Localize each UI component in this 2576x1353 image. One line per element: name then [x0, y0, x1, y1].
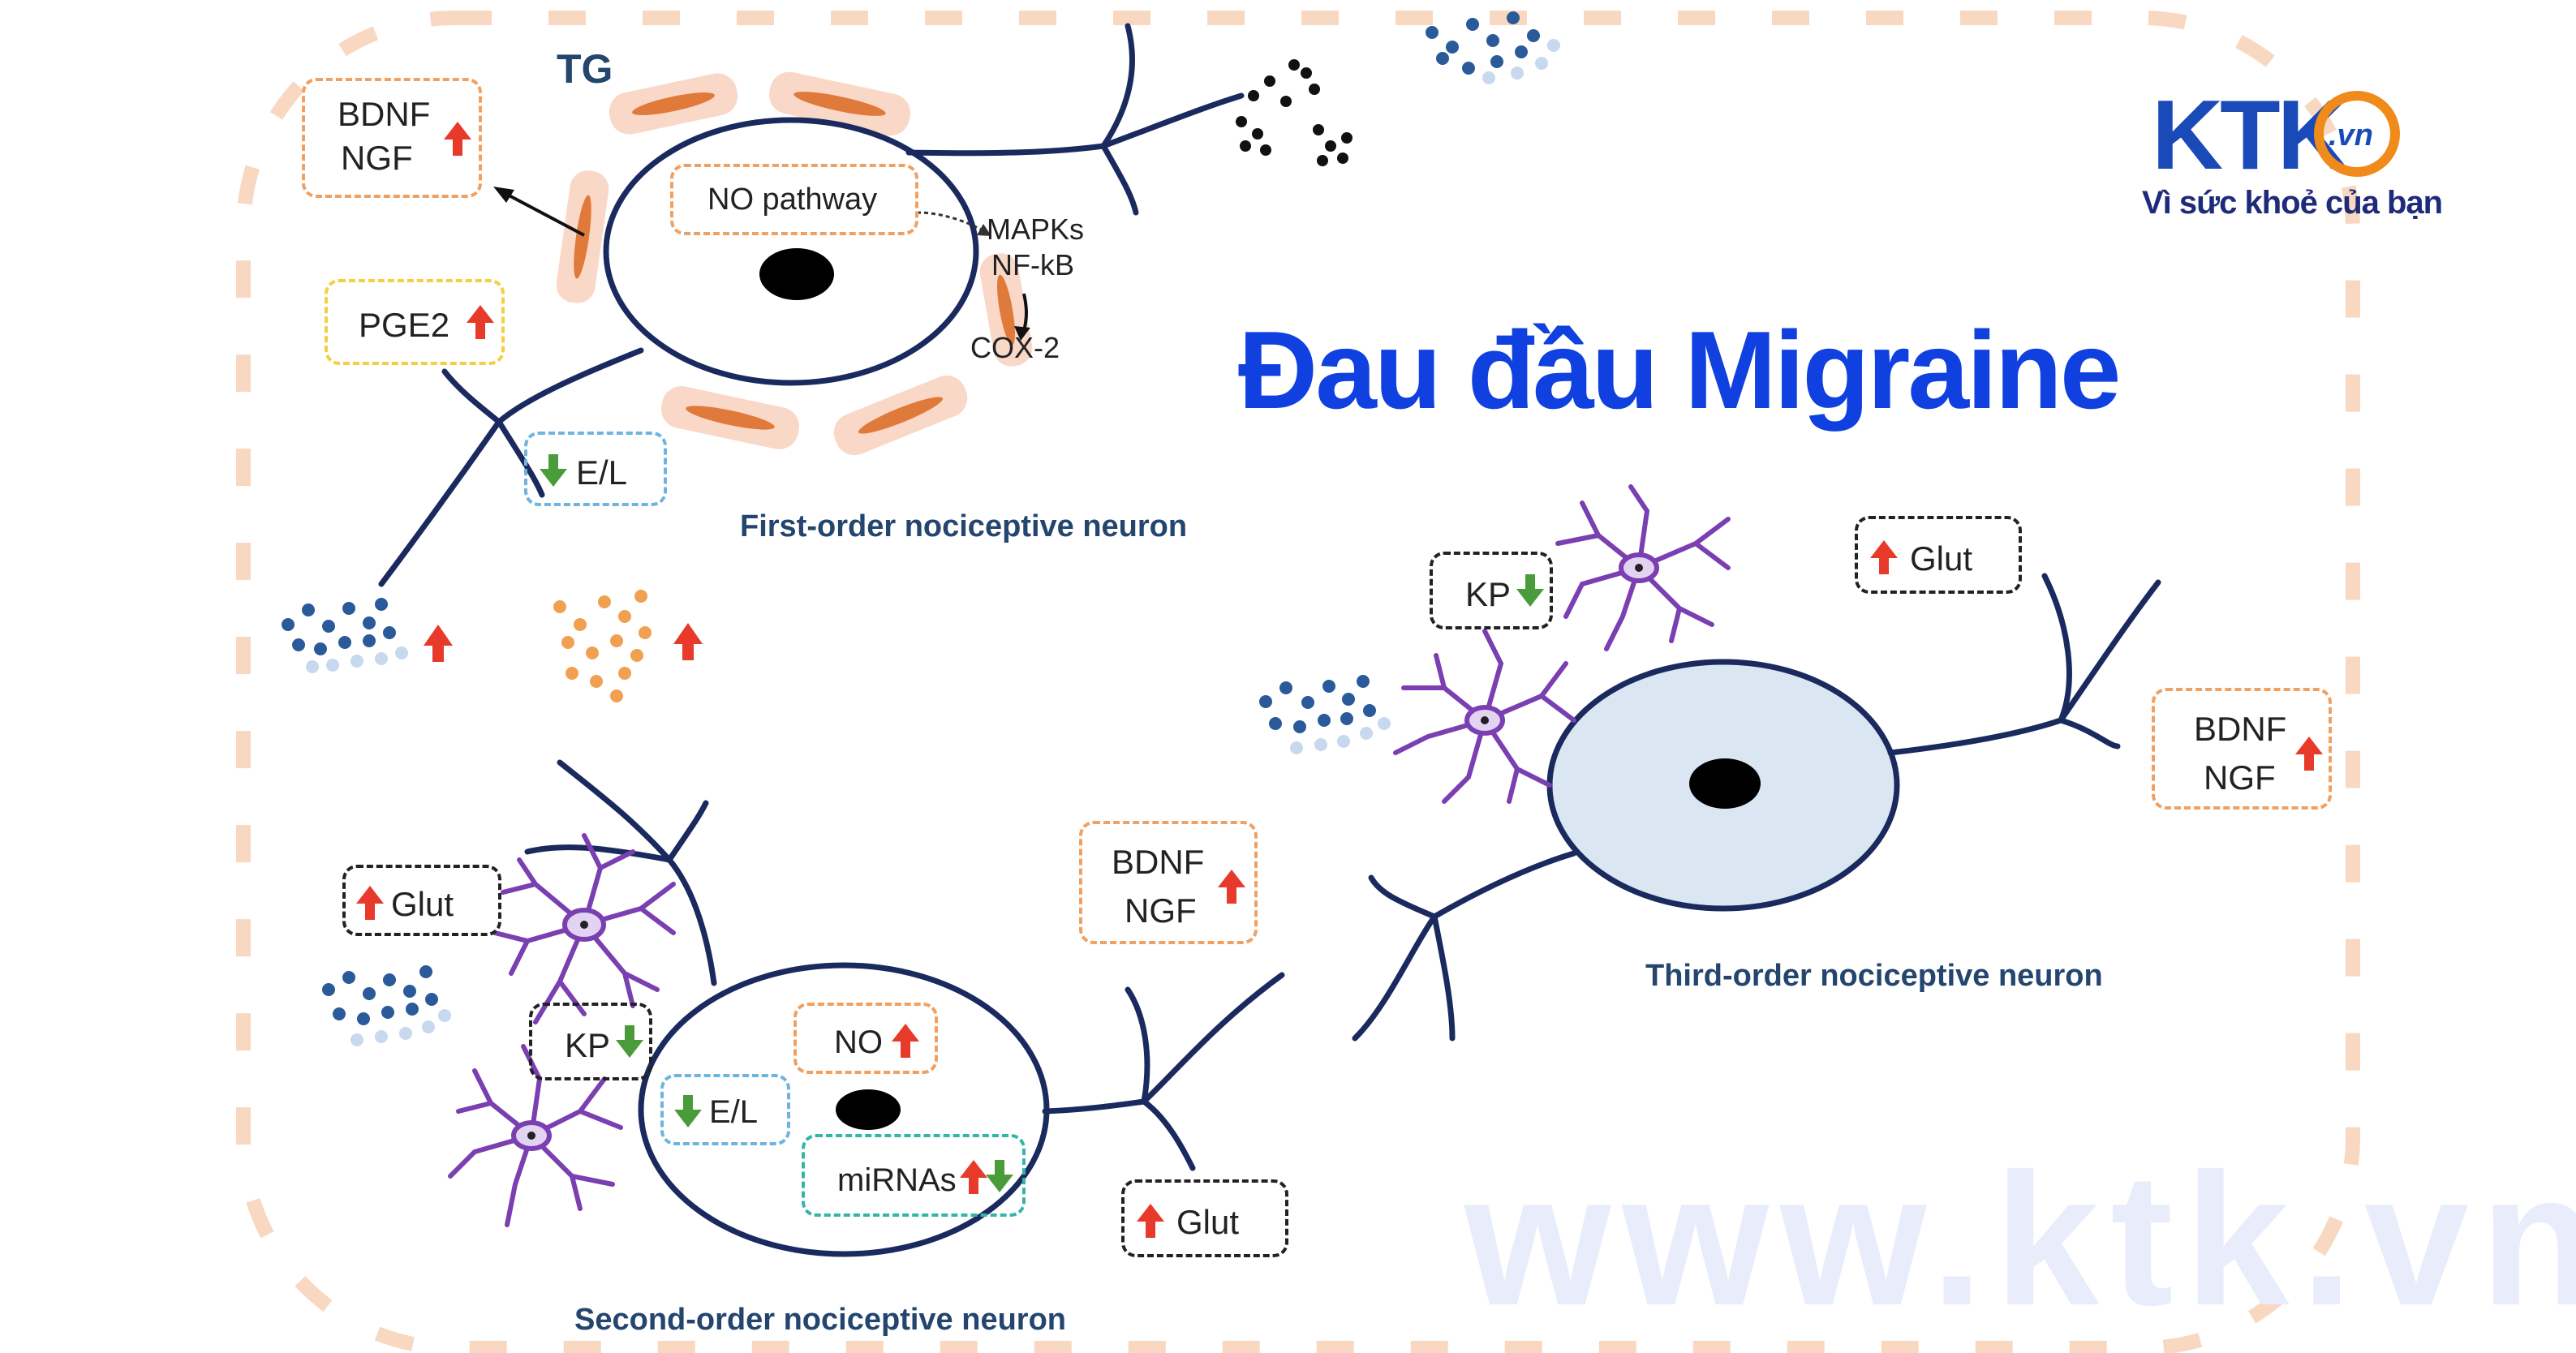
first-order-caption: First-order nociceptive neuron [740, 509, 1188, 543]
arrow-no-to-mapks [916, 211, 987, 234]
second-no-up-icon [892, 1024, 919, 1058]
mirnas-down-icon [986, 1160, 1013, 1192]
third-glut-up-icon [1870, 540, 1898, 574]
second-no-label: NO [834, 1024, 883, 1060]
second-kp-box: KP [529, 1003, 652, 1080]
pge2-label: PGE2 [359, 306, 450, 344]
second-kp-down-icon [616, 1025, 643, 1058]
third-ngf-label: NGF [2204, 758, 2276, 797]
second-no-box: NO [793, 1003, 938, 1074]
particle-clusters [282, 11, 1560, 1046]
second-glut-left-box: Glut [342, 865, 501, 936]
mirnas-label: miRNAs [837, 1162, 957, 1198]
outer-dashed-frame [236, 11, 2360, 1353]
second-order-caption: Second-order nociceptive neuron [574, 1303, 1066, 1337]
satellite-cells [556, 71, 1033, 456]
logo-domain: .vn [2329, 118, 2373, 152]
cox2-label: COX-2 [970, 331, 1060, 364]
second-el-box: E/L [660, 1074, 790, 1145]
no-pathway-box: NO pathway [670, 164, 918, 235]
first-el-label: E/L [576, 453, 628, 492]
nfkb-label: NF-kB [991, 248, 1074, 281]
second-bdnf-ngf-up-icon [1218, 870, 1245, 904]
microglia-cells [448, 484, 1731, 1227]
third-bdnf-ngf-box: BDNF NGF [2152, 688, 2332, 810]
trigeminal-ganglion-label: TG [557, 46, 613, 92]
page-title: Đau đầu Migraine [1238, 308, 2121, 432]
first-order-nucleus [759, 248, 834, 300]
second-glut-left-up-icon [356, 886, 384, 920]
second-order-neuron [524, 759, 1285, 1257]
second-glut-right-up-icon [1137, 1204, 1164, 1238]
third-glut-label: Glut [1910, 539, 1973, 578]
second-el-label: E/L [709, 1094, 759, 1130]
third-bdnf-label: BDNF [2194, 710, 2287, 748]
logo-tagline: Vì sức khoẻ của bạn [2142, 185, 2443, 221]
bdnf-ngf-up-icon [444, 122, 471, 156]
no-pathway-label: NO pathway [707, 183, 878, 217]
third-order-nucleus [1689, 758, 1761, 809]
second-ngf-label: NGF [1125, 891, 1197, 930]
pge2-up-icon [467, 305, 494, 339]
third-glut-box: Glut [1855, 516, 2022, 594]
third-order-neuron [1352, 573, 2161, 1042]
second-order-nucleus [836, 1089, 901, 1130]
mapks-label: MAPKs [987, 213, 1085, 246]
arrow-to-bdnf [501, 190, 585, 237]
third-bdnf-ngf-up-icon [2295, 737, 2323, 771]
third-kp-box: KP [1430, 552, 1553, 629]
second-bdnf-ngf-box: BDNF NGF [1079, 821, 1258, 944]
second-glut-right-box: Glut [1121, 1179, 1288, 1257]
first-order-neuron [378, 23, 1245, 587]
second-kp-label: KP [565, 1026, 611, 1064]
first-el-box: E/L [524, 432, 667, 506]
third-kp-label: KP [1465, 575, 1512, 613]
bdnf-label: BDNF [338, 95, 431, 133]
second-glut-right-label: Glut [1176, 1203, 1240, 1241]
watermark: www.ktk.vn [1464, 1135, 2576, 1345]
first-bdnf-ngf-box: BDNF NGF [302, 78, 482, 198]
pge2-box: PGE2 [325, 279, 505, 365]
mirnas-box: miRNAs [802, 1134, 1026, 1217]
mirnas-up-icon [960, 1160, 987, 1194]
third-order-caption: Third-order nociceptive neuron [1645, 959, 2103, 993]
second-glut-left-label: Glut [391, 885, 454, 923]
ngf-label: NGF [341, 139, 413, 177]
first-el-down-icon [540, 454, 567, 487]
second-el-down-icon [674, 1095, 702, 1128]
particle-increase-arrows [424, 623, 703, 662]
third-kp-down-icon [1516, 574, 1544, 607]
second-bdnf-label: BDNF [1112, 843, 1205, 881]
